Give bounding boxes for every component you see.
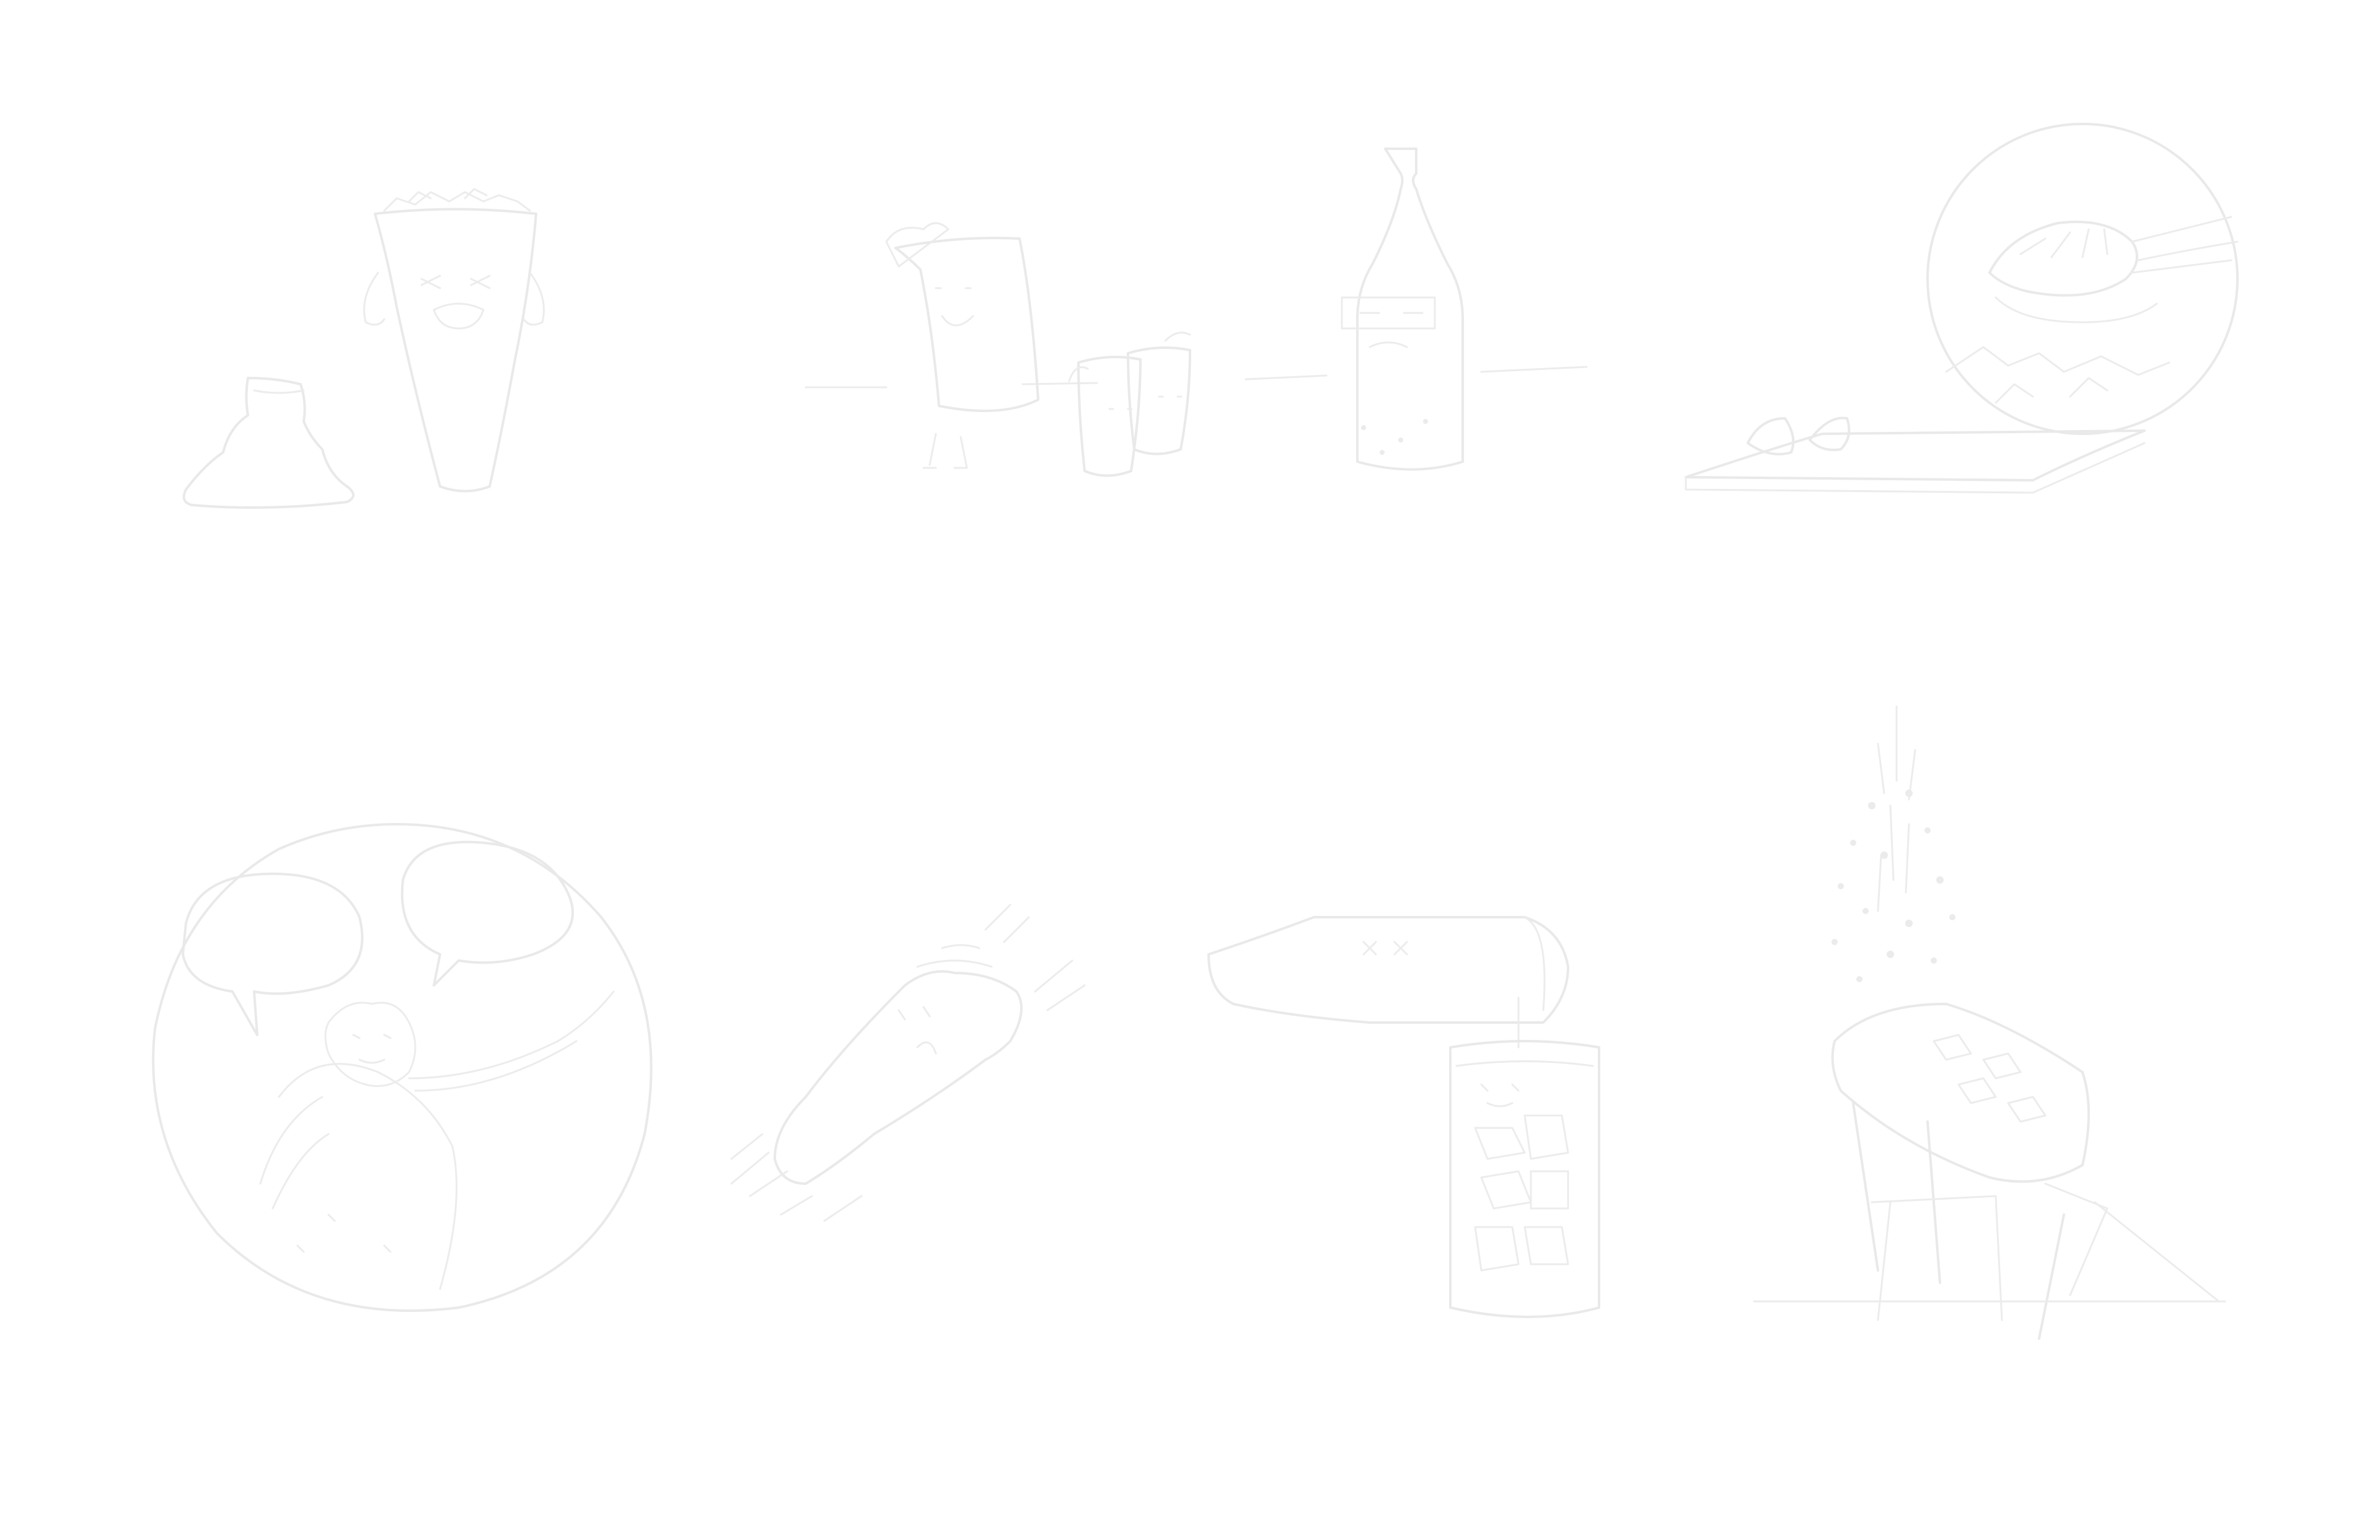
speech-bubble-icon bbox=[152, 823, 653, 1312]
glasses-and-bottle-lineup bbox=[793, 136, 1599, 508]
juicer-icon bbox=[1685, 123, 2239, 494]
speech-bubbles-circle bbox=[143, 812, 653, 1320]
cocktail-shaker-icon bbox=[182, 188, 545, 509]
shaker-shake-icon bbox=[730, 904, 1086, 1222]
citrus-juicer-circle bbox=[1673, 112, 2262, 521]
pour-icon bbox=[1207, 916, 1600, 1318]
splash-icon bbox=[1753, 705, 2226, 1340]
pouring-into-glass bbox=[1190, 880, 1624, 1351]
splashing-glass-on-chair bbox=[1748, 694, 2275, 1345]
shaking-shaker bbox=[713, 892, 1134, 1252]
shaker-with-ice-glass bbox=[174, 180, 576, 527]
bottle-icon bbox=[804, 147, 1588, 477]
